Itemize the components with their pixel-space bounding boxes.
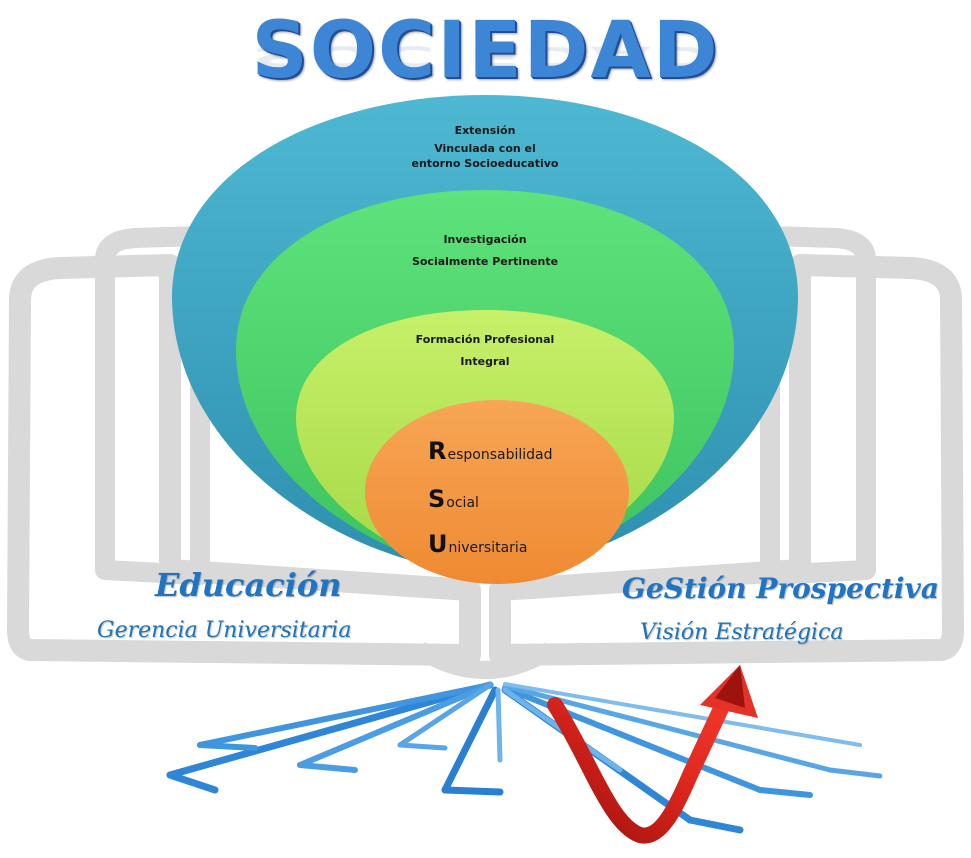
core-rest-s: ocial: [446, 495, 479, 511]
ring-core: [365, 400, 629, 584]
right-panel-title: GeStión Prospectiva: [622, 572, 939, 605]
core-initial-s: S: [428, 485, 446, 513]
core-line-s: Social: [428, 485, 479, 513]
ring-second-line2: Socialmente Pertinente: [411, 255, 559, 268]
ring-second-line1: Investigación: [443, 233, 527, 246]
ring-third-label: Formación Profesional Integral: [385, 329, 585, 373]
core-initial-r: R: [428, 437, 447, 465]
ring-outer-line3: entorno Socioeducativo: [411, 157, 559, 170]
blue-arrows-left: [166, 681, 504, 796]
core-rest-r: esponsabilidad: [447, 447, 553, 463]
arrow-fan: [166, 665, 883, 844]
core-line-r: Responsabilidad: [428, 437, 553, 465]
right-panel-subtitle: Visión Estratégica: [640, 620, 844, 645]
left-panel-title: Educación: [155, 566, 342, 604]
red-trend-arrow: [547, 665, 758, 844]
ring-third-line2: Integral: [460, 355, 510, 368]
core-line-u: Universitaria: [428, 530, 527, 558]
page-title: SOCIEDAD: [251, 6, 720, 96]
ring-outer-label: Extensión Vinculada con el entorno Socio…: [385, 120, 585, 172]
book-outline: [7, 226, 964, 679]
left-panel-subtitle: Gerencia Universitaria: [97, 618, 352, 643]
ring-outer-line1: Extensión: [454, 124, 516, 137]
ring-outer-line2: Vinculada con el: [434, 142, 536, 155]
core-rest-u: niversitaria: [448, 540, 528, 556]
core-initial-u: U: [428, 530, 448, 558]
ring-third-line1: Formación Profesional: [415, 333, 555, 346]
ring-second-label: Investigación Socialmente Pertinente: [385, 229, 585, 273]
